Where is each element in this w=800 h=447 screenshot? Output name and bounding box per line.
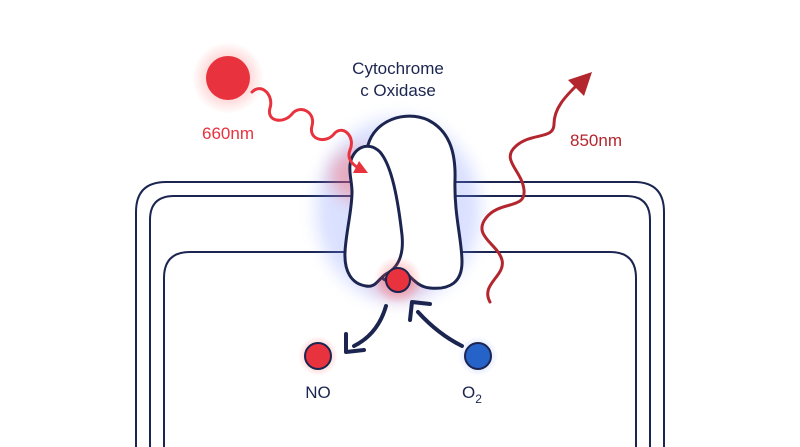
arrow-from-o2-head <box>408 300 432 322</box>
wave-850nm <box>480 84 578 304</box>
cytochrome-c-oxidase-enzyme <box>343 114 464 290</box>
active-site-molecule-icon <box>385 267 411 293</box>
enzyme-label-line2: c Oxidase <box>360 81 436 100</box>
light-in-label: 660nm <box>202 124 254 143</box>
arrow-from-o2 <box>416 310 464 348</box>
red-photon-icon <box>206 56 250 100</box>
enzyme-label-line1: Cytochrome <box>352 59 444 78</box>
outgoing-wave <box>480 72 592 304</box>
o2-label-subscript: 2 <box>475 392 482 406</box>
o2-label-base: O <box>462 383 475 402</box>
o2-label: O2 <box>462 383 482 406</box>
incoming-photon <box>192 42 369 174</box>
no-label: NO <box>305 383 331 402</box>
wave-850nm-arrowhead <box>568 72 592 96</box>
arrow-to-no <box>352 304 388 348</box>
wave-660nm <box>250 87 369 174</box>
light-out-label: 850nm <box>570 131 622 150</box>
no-molecule-icon <box>304 342 332 370</box>
active-site <box>374 256 422 304</box>
arrow-to-no-head <box>344 332 366 354</box>
no-molecule <box>298 336 338 376</box>
o2-molecule <box>458 336 498 376</box>
reaction-arrows <box>344 300 464 354</box>
o2-molecule-icon <box>464 342 492 370</box>
